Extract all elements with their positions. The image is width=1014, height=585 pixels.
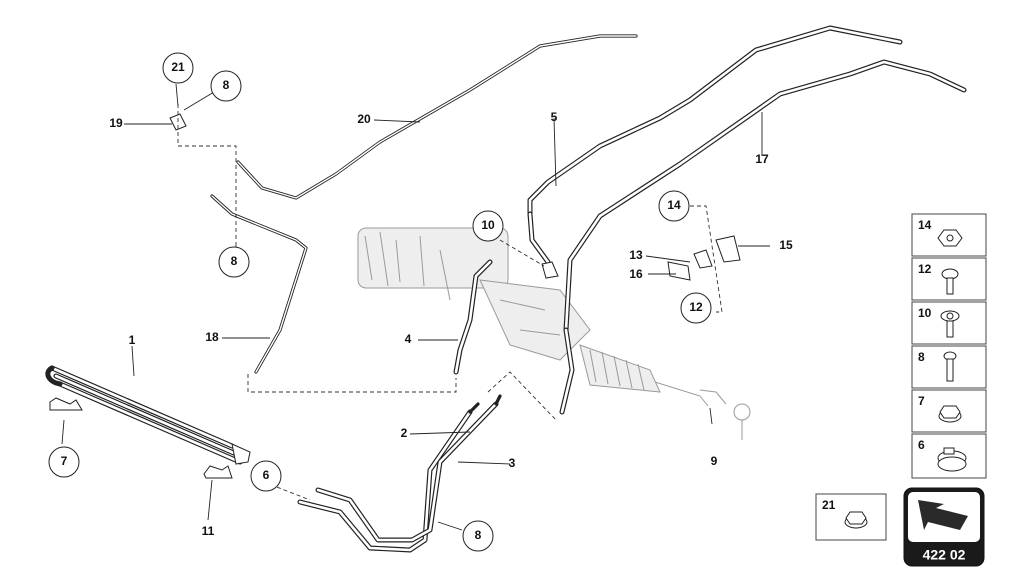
callout-14: 14 xyxy=(667,198,681,212)
small-legend: 21 xyxy=(815,493,887,541)
callout-10: 10 xyxy=(481,218,495,232)
callout-3: 3 xyxy=(509,456,516,470)
bubble-12: 12 xyxy=(680,292,712,324)
callout-17: 17 xyxy=(755,152,769,166)
diagram-id-badge: 422 02 xyxy=(903,487,985,567)
callout-5: 5 xyxy=(551,110,558,124)
callout-11: 11 xyxy=(202,524,215,538)
line-17 xyxy=(559,59,967,415)
bubble-7: 7 xyxy=(48,446,80,478)
callout-8-mid: 8 xyxy=(231,254,238,268)
bubble-8-mid: 8 xyxy=(218,246,250,278)
bubble-8-bottom: 8 xyxy=(462,520,494,552)
callout-13: 13 xyxy=(629,248,643,262)
legend-number-1: 14 xyxy=(918,218,932,232)
line-4 xyxy=(453,259,493,375)
callout-4: 4 xyxy=(405,332,412,346)
line-20 xyxy=(236,34,638,200)
flange-nut-icon-21 xyxy=(844,511,868,529)
callout-8-bottom: 8 xyxy=(475,528,482,542)
legend-number-4: 8 xyxy=(918,350,925,364)
fastener-legend: 14 12 10 8 7 6 xyxy=(911,213,987,479)
callout-2: 2 xyxy=(401,426,408,440)
bracket-7-part xyxy=(49,397,83,411)
callout-21: 21 xyxy=(171,60,185,74)
bracket-15-part xyxy=(715,235,741,263)
callout-20: 20 xyxy=(357,112,371,126)
callout-1: 1 xyxy=(129,333,136,347)
callout-9: 9 xyxy=(711,454,718,468)
callout-15: 15 xyxy=(779,238,793,252)
callout-16: 16 xyxy=(629,267,643,281)
bubble-14: 14 xyxy=(658,190,690,222)
arrow-icon xyxy=(918,500,968,530)
callout-12: 12 xyxy=(689,300,703,314)
steering-rack-ghost xyxy=(357,227,751,440)
screw-icon xyxy=(941,268,959,295)
line-5 xyxy=(527,25,903,265)
bubble-8-top: 8 xyxy=(210,70,242,102)
legend-number-3: 10 xyxy=(918,306,932,320)
flange-nut-icon xyxy=(938,405,962,423)
line-18 xyxy=(210,194,308,374)
flange-bolt-icon xyxy=(940,310,960,338)
diagram-id: 422 02 xyxy=(923,547,966,563)
bubble-10: 10 xyxy=(472,210,504,242)
small-legend-number: 21 xyxy=(822,498,836,512)
bubble-6: 6 xyxy=(250,460,282,492)
clip-13-part xyxy=(693,249,713,269)
hose-clamp-icon xyxy=(937,447,967,472)
callout-7: 7 xyxy=(61,454,68,468)
legend-number-2: 12 xyxy=(918,262,932,276)
lower-hose-assembly xyxy=(297,394,502,553)
callout-6: 6 xyxy=(263,468,270,482)
legend-number-5: 7 xyxy=(918,394,925,408)
callout-19: 19 xyxy=(109,116,123,130)
bolt-icon xyxy=(943,351,957,382)
leader-lines xyxy=(61,83,770,531)
clip-10-part xyxy=(541,261,559,279)
callout-8-top: 8 xyxy=(223,78,230,92)
legend-number-6: 6 xyxy=(918,438,925,452)
bracket-11-part xyxy=(203,465,233,479)
bubble-21: 21 xyxy=(162,52,194,84)
hex-nut-icon xyxy=(937,229,963,247)
bracket-16-part xyxy=(667,261,691,281)
callout-18: 18 xyxy=(205,330,219,344)
oil-cooler xyxy=(45,365,251,465)
